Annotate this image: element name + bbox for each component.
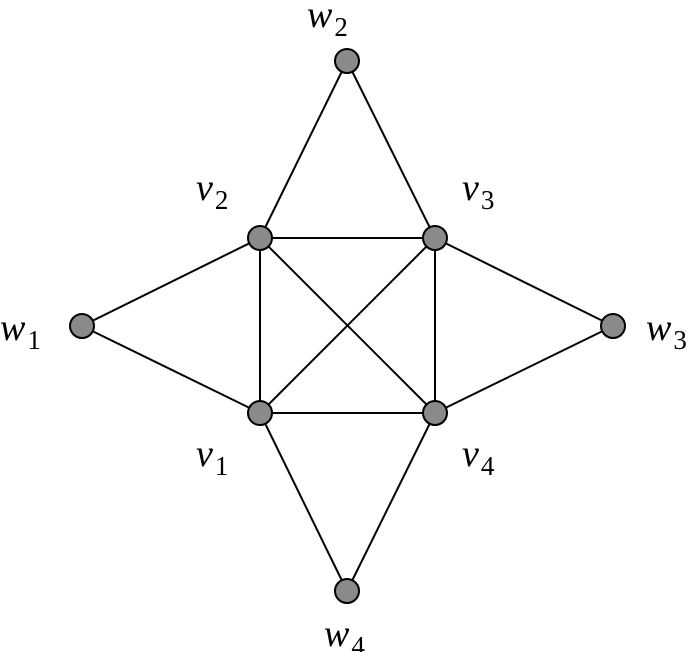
node-label-letter: w [324, 613, 350, 652]
node-label-index: 2 [334, 12, 348, 42]
node-label-letter: w [0, 307, 26, 349]
node-label-w3: w3 [646, 307, 687, 355]
node-label-v4: v4 [462, 433, 495, 481]
node-label-index: 4 [351, 631, 365, 652]
node-label-letter: v [462, 167, 479, 209]
node-v2 [247, 225, 273, 251]
nodes-layer [69, 48, 626, 604]
node-label-letter: v [196, 167, 213, 209]
edge-w1-v1 [81, 325, 261, 414]
edge-v2-v4 [259, 237, 436, 414]
edge-w2-v2 [259, 60, 348, 239]
node-label-index: 3 [673, 325, 687, 355]
edge-w4-v1 [259, 412, 348, 592]
edge-w2-v3 [346, 60, 436, 239]
node-v4 [422, 400, 448, 426]
node-label-w2: w2 [307, 0, 348, 42]
edge-w4-v4 [346, 412, 436, 592]
node-w4 [334, 578, 360, 604]
edge-w3-v3 [434, 237, 614, 327]
node-w1 [69, 313, 95, 339]
node-label-w4: w4 [324, 613, 365, 652]
node-w3 [600, 313, 626, 339]
node-label-letter: w [646, 307, 672, 349]
node-label-v3: v3 [462, 167, 494, 215]
node-label-index: 3 [481, 185, 495, 215]
node-label-letter: v [462, 433, 479, 475]
node-v1 [247, 400, 273, 426]
node-w2 [334, 48, 360, 74]
node-label-v2: v2 [196, 167, 228, 215]
edges-layer [81, 60, 614, 592]
node-label-index: 2 [215, 185, 229, 215]
edge-w3-v4 [434, 325, 614, 414]
node-label-index: 1 [215, 451, 229, 481]
edge-w1-v2 [81, 237, 261, 327]
node-v3 [422, 225, 448, 251]
node-label-index: 1 [27, 325, 41, 355]
node-label-w1: w1 [0, 307, 41, 355]
node-label-letter: w [307, 0, 333, 36]
node-label-index: 4 [481, 451, 495, 481]
node-label-letter: v [196, 433, 213, 475]
node-label-v1: v1 [196, 433, 228, 481]
